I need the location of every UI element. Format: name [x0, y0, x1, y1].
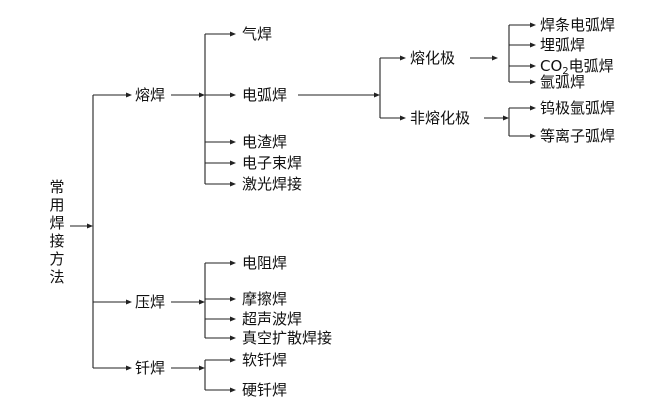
saw-node: 埋弧焊: [540, 36, 586, 54]
root-label: 常用焊接方法: [49, 178, 65, 286]
co2-suffix: 电弧焊: [568, 57, 614, 75]
soft-soldering-node: 软钎焊: [242, 351, 288, 369]
argon-arc-welding-node: 氩弧焊: [540, 73, 586, 91]
co2-subscript: 2: [562, 66, 569, 77]
friction-welding-node: 摩擦焊: [242, 290, 288, 308]
arc-welding-node: 电弧焊: [242, 86, 288, 104]
consumable-electrode-node: 熔化极: [410, 49, 456, 67]
plasma-arc-welding-node: 等离子弧焊: [540, 127, 616, 145]
laser-welding-node: 激光焊接: [242, 175, 303, 193]
vacuum-diffusion-welding-node: 真空扩散焊接: [242, 329, 333, 347]
electroslag-welding-node: 电渣焊: [242, 133, 288, 151]
nonconsumable-electrode-node: 非熔化极: [410, 109, 471, 127]
pressure-welding-node: 压焊: [135, 293, 166, 311]
gas-welding-node: 气焊: [242, 25, 273, 43]
hard-brazing-node: 硬钎焊: [242, 381, 288, 399]
brazing-node: 钎焊: [135, 359, 166, 377]
resistance-welding-node: 电阻焊: [242, 254, 288, 272]
co2-prefix: CO: [540, 57, 563, 75]
tig-welding-node: 钨极氩弧焊: [540, 99, 616, 117]
smaw-node: 焊条电弧焊: [540, 16, 616, 34]
co2-arc-welding-node: CO2电弧焊: [540, 57, 614, 81]
ultrasonic-welding-node: 超声波焊: [242, 310, 303, 328]
electron-beam-welding-node: 电子束焊: [242, 154, 303, 172]
fusion-welding-node: 熔焊: [135, 86, 166, 104]
